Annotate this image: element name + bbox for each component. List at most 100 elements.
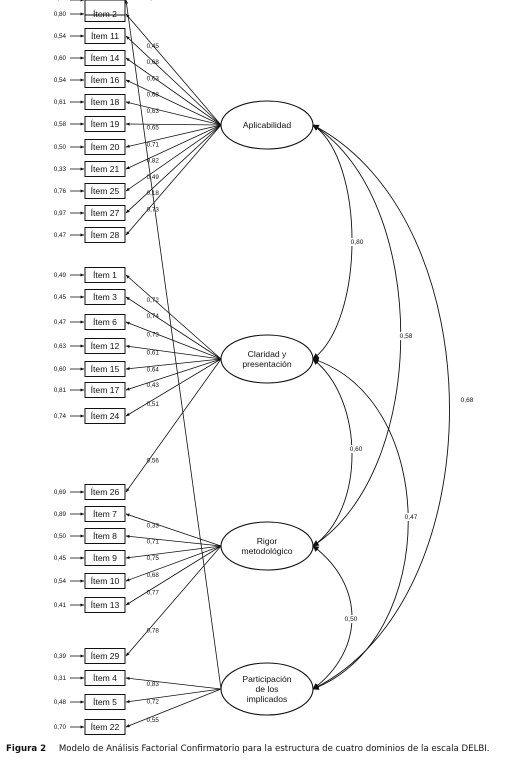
item-label-ítem-5: Ítem 5 — [93, 697, 117, 707]
correlation-arc-aplicabilidad-rigor — [312, 124, 402, 547]
item-label-ítem-24: Ítem 24 — [91, 411, 120, 421]
error-value-ítem-25: 0,76 — [54, 188, 67, 195]
loading-value-ítem-17: 0,43 — [147, 382, 160, 389]
error-value-ítem-20: 0,50 — [54, 144, 67, 151]
loading-value-ítem-24: 0,51 — [147, 401, 160, 408]
loading-value-ítem-2: 0,45 — [147, 43, 160, 50]
item-label-ítem-28: Ítem 28 — [91, 230, 120, 240]
correlation-label-bg-aplicabilidad-participacion — [460, 396, 474, 404]
error-value-ítem-27: 0,97 — [54, 210, 67, 217]
item-box-ítem-26 — [84, 484, 126, 500]
item-label-ítem-26: Ítem 26 — [91, 487, 120, 497]
error-value-ítem-22: 0,70 — [54, 724, 67, 731]
loading-line-ítem-20 — [125, 124, 222, 148]
item-box-ítem-3 — [84, 289, 126, 305]
error-value-ítem-13: 0,41 — [54, 602, 67, 609]
loading-value-ítem-14: 0,63 — [147, 75, 160, 82]
item-box-ítem-10 — [84, 573, 126, 589]
error-value-ítem-1: 0,49 — [54, 272, 67, 279]
correlation-value-aplicabilidad-rigor: 0,58 — [400, 333, 413, 340]
loading-line-ítem-9 — [125, 545, 222, 560]
loading-value-ítem-3: 0,74 — [147, 313, 160, 320]
error-value-ítem-16: 0,54 — [54, 77, 67, 84]
figure-caption-text: Modelo de Análisis Factorial Confirmator… — [58, 744, 490, 754]
item-box-ítem-21 — [84, 161, 126, 177]
correlation-arc-claridad-rigor — [312, 358, 353, 547]
item-box-ítem-22 — [84, 719, 126, 735]
loading-value-ítem-18: 0,63 — [147, 108, 160, 115]
figure-number: Figura 2 — [6, 744, 47, 754]
loading-line-ítem-12 — [125, 344, 222, 360]
item-box-ítem-14 — [84, 50, 126, 66]
loading-line-ítem-19 — [125, 122, 222, 126]
correlation-label-bg-claridad-rigor — [349, 445, 363, 453]
factor-ellipse-claridad — [220, 334, 314, 384]
error-value-ítem-4: 0,31 — [54, 675, 67, 682]
factor-label-claridad-line-1: Claridad y — [248, 349, 287, 359]
item-label-ítem-3: Ítem 3 — [93, 292, 117, 302]
item-label-ítem-11: Ítem 11 — [91, 31, 119, 41]
item-box-ítem-16 — [84, 72, 126, 88]
loading-value-ítem-19: 0,65 — [147, 124, 160, 131]
correlation-value-claridad-participacion: 0,47 — [405, 514, 418, 521]
loading-value-ítem-22: 0,55 — [147, 717, 160, 724]
loading-line-ítem-4 — [125, 676, 222, 690]
item-box-ítem-5 — [84, 694, 126, 710]
loading-line-ítem-8 — [125, 534, 222, 547]
item-box-ítem-12 — [84, 338, 126, 354]
loading-value-ítem-21: 0,82 — [147, 158, 160, 165]
factor-ellipse-aplicabilidad — [220, 100, 314, 150]
item-box-ítem-20 — [84, 139, 126, 155]
loading-value-ítem-28: 0,73 — [147, 206, 160, 213]
item-box-ítem-1 — [84, 267, 126, 283]
item-label-ítem-1: Ítem 1 — [93, 270, 117, 280]
correlation-value-claridad-rigor: 0,60 — [350, 446, 363, 453]
item-box-ítem-6 — [84, 314, 126, 330]
loading-value-ítem-1: 0,72 — [147, 297, 160, 304]
item-label-ítem-7: Ítem 7 — [93, 509, 117, 519]
factor-label-participacion-line-1: Participación — [242, 674, 291, 684]
loading-line-ítem-2 — [125, 13, 222, 126]
item-box-ítem-11 — [84, 28, 126, 44]
loading-line-ítem-15 — [125, 358, 222, 371]
loading-line-ítem-27 — [125, 124, 222, 214]
loading-value-ítem-10: 0,68 — [147, 572, 160, 579]
item-box-ítem-19 — [84, 116, 126, 132]
item-label-ítem-18: Ítem 18 — [91, 97, 120, 107]
item-box-ítem-23 — [84, 0, 126, 16]
error-value-ítem-5: 0,48 — [54, 699, 67, 706]
error-value-ítem-9: 0,45 — [54, 555, 67, 562]
loading-value-ítem-26: 0,56 — [147, 457, 160, 464]
loading-value-ítem-7: 0,33 — [147, 522, 160, 529]
loading-value-ítem-29: 0,78 — [147, 627, 160, 634]
item-box-ítem-7 — [84, 506, 126, 522]
factor-ellipse-rigor — [220, 521, 314, 571]
item-label-ítem-9: Ítem 9 — [93, 553, 117, 563]
error-value-ítem-28: 0,47 — [54, 232, 67, 239]
loading-line-ítem-7 — [125, 513, 222, 547]
error-value-ítem-18: 0,61 — [54, 99, 67, 106]
correlation-label-bg-rigor-participacion — [344, 615, 358, 623]
loading-line-ítem-3 — [125, 296, 222, 360]
error-value-ítem-3: 0,45 — [54, 294, 67, 301]
item-label-ítem-2: Ítem 2 — [93, 9, 117, 19]
correlation-value-aplicabilidad-claridad: 0,80 — [351, 239, 364, 246]
error-value-ítem-12: 0,63 — [54, 343, 67, 350]
item-label-ítem-15: Ítem 15 — [91, 364, 120, 374]
item-label-ítem-14: Ítem 14 — [91, 53, 120, 63]
error-value-ítem-10: 0,54 — [54, 578, 67, 585]
loading-line-ítem-22 — [125, 688, 222, 728]
item-box-ítem-9 — [84, 550, 126, 566]
error-value-ítem-2: 0,80 — [54, 11, 67, 18]
loading-line-ítem-13 — [125, 545, 222, 606]
item-label-ítem-29: Ítem 29 — [91, 651, 120, 661]
item-label-ítem-4: Ítem 4 — [93, 673, 117, 683]
item-label-ítem-6: Ítem 6 — [93, 317, 117, 327]
loading-value-ítem-15: 0,64 — [147, 366, 160, 373]
item-box-ítem-13 — [84, 597, 126, 613]
error-value-ítem-23: 0,79 — [54, 0, 67, 2]
item-box-ítem-29 — [84, 648, 126, 664]
loading-line-ítem-10 — [125, 545, 222, 582]
loading-value-ítem-27: 0,18 — [147, 190, 160, 197]
loading-value-ítem-13: 0,77 — [147, 590, 160, 597]
